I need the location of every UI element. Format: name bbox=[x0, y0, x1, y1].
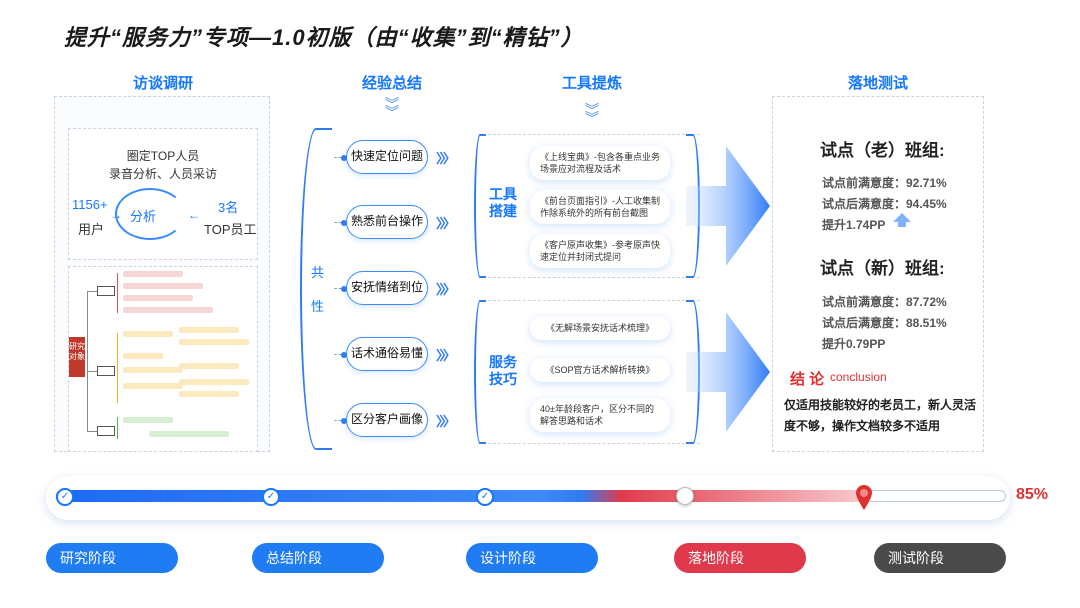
analysis-cycle-icon bbox=[115, 188, 185, 240]
progress-percent: 85% bbox=[1016, 486, 1049, 503]
stage-check-icon: ✓ bbox=[476, 488, 494, 506]
mind-map-thumbnail: 研究对象 bbox=[68, 266, 258, 452]
tube-left-edge bbox=[474, 134, 486, 278]
up-arrow-icon bbox=[893, 213, 911, 227]
new-team-title: 试点（新）班组: bbox=[820, 259, 945, 278]
tube-left-edge bbox=[474, 300, 486, 444]
tool-tag-build-1: 工具 bbox=[489, 186, 517, 202]
mind-map-node bbox=[97, 426, 115, 436]
experience-item-locate: 快速定位问题 bbox=[341, 140, 428, 174]
stage-check-icon: ✓ bbox=[56, 488, 74, 506]
tool-tag-build-2: 搭建 bbox=[489, 203, 517, 219]
tool-item-frontend-guide: 《前台页面指引》-人工收集制作除系统外的所有前台截图 bbox=[530, 190, 670, 224]
tool-item-age-segment: 40±年龄段客户，区分不同的解答思路和话术 bbox=[530, 398, 670, 432]
new-team-before: 试点前满意度：87.72% bbox=[822, 295, 947, 309]
mind-map-node bbox=[97, 366, 115, 376]
conclusion-en: conclusion bbox=[830, 370, 887, 384]
experience-item-frontend: 熟悉前台操作 bbox=[341, 205, 428, 239]
chevron-down-icon: ︾︾ bbox=[585, 102, 599, 126]
tool-tag-skills-2: 技巧 bbox=[489, 371, 517, 387]
triple-chevron-icon: 〉〉〉 bbox=[436, 348, 456, 363]
experience-item-soothe: 安抚情绪到位 bbox=[341, 271, 428, 305]
user-count: 1156+ bbox=[72, 197, 108, 212]
stage-testing: 测试阶段 bbox=[874, 543, 1006, 573]
column-header-landing: 落地测试 bbox=[847, 75, 908, 92]
triple-chevron-icon: 〉〉〉 bbox=[436, 414, 456, 429]
staff-label: TOP员工 bbox=[204, 222, 257, 237]
experience-item-plain-speech: 话术通俗易懂 bbox=[341, 337, 428, 371]
column-header-experience: 经验总结 bbox=[361, 75, 422, 92]
tool-item-sop-script: 《SOP官方话术解析转换》 bbox=[530, 358, 670, 382]
triple-chevron-icon: 〉〉〉 bbox=[436, 151, 456, 166]
common-bracket bbox=[300, 128, 332, 450]
stage-research: 研究阶段 bbox=[46, 543, 178, 573]
big-arrow-right-icon bbox=[686, 312, 770, 432]
staff-count: 3名 bbox=[218, 200, 239, 215]
common-label-2: 性 bbox=[311, 299, 325, 314]
triple-chevron-icon: 〉〉〉 bbox=[436, 282, 456, 297]
big-arrow-right-icon bbox=[686, 146, 770, 266]
mind-map-root: 研究对象 bbox=[69, 337, 85, 377]
analysis-label: 分析 bbox=[130, 209, 157, 224]
landing-panel bbox=[772, 96, 984, 452]
arrow-right-icon: → bbox=[110, 208, 122, 222]
conclusion-title: 结 论 bbox=[790, 371, 825, 388]
user-label: 用户 bbox=[78, 222, 105, 237]
arrow-left-icon: ← bbox=[188, 208, 200, 222]
new-team-delta: 提升0.79PP bbox=[822, 337, 886, 351]
tool-item-voice-collection: 《客户原声收集》-参考原声快速定位并封闭式提问 bbox=[530, 234, 670, 268]
progress-fill bbox=[56, 490, 864, 502]
interview-line-2: 录音分析、人员采访 bbox=[108, 167, 217, 181]
experience-item-customer-profile: 区分客户画像 bbox=[341, 403, 428, 437]
old-team-before: 试点前满意度：92.71% bbox=[822, 176, 947, 190]
tool-item-soothe-script: 《无解场景安抚话术梳理》 bbox=[530, 316, 670, 340]
triple-chevron-icon: 〉〉〉 bbox=[436, 216, 456, 231]
tool-group-skills bbox=[478, 300, 700, 444]
progress-current-knob[interactable] bbox=[676, 487, 694, 505]
stage-landing: 落地阶段 bbox=[674, 543, 806, 573]
old-team-title: 试点（老）班组: bbox=[820, 141, 945, 160]
common-label-1: 共 bbox=[311, 265, 325, 280]
tool-tag-skills-1: 服务 bbox=[489, 354, 517, 370]
page-title: 提升“服务力”专项—1.0初版（由“收集”到“精钻”） bbox=[64, 25, 584, 50]
column-header-tools: 工具提炼 bbox=[561, 75, 622, 92]
column-header-interview: 访谈调研 bbox=[132, 75, 193, 92]
conclusion-body: 仅适用技能较好的老员工，新人灵活度不够，操作文档较多不适用 bbox=[784, 398, 977, 433]
tool-item-launch-guide: 《上线宝典》-包含各重点业务场景应对流程及话术 bbox=[530, 146, 670, 180]
new-team-after: 试点后满意度：88.51% bbox=[822, 316, 947, 330]
mind-map-node bbox=[97, 286, 115, 296]
interview-line-1: 圈定TOP人员 bbox=[126, 149, 200, 163]
stage-design: 设计阶段 bbox=[466, 543, 598, 573]
progress-pin-icon bbox=[855, 485, 872, 510]
chevron-down-icon: ︾︾ bbox=[385, 96, 399, 120]
old-team-after: 试点后满意度：94.45% bbox=[822, 197, 947, 211]
stage-summary: 总结阶段 bbox=[252, 543, 384, 573]
stage-check-icon: ✓ bbox=[262, 488, 280, 506]
tool-group-build bbox=[478, 134, 700, 278]
old-team-delta: 提升1.74PP bbox=[822, 218, 886, 232]
